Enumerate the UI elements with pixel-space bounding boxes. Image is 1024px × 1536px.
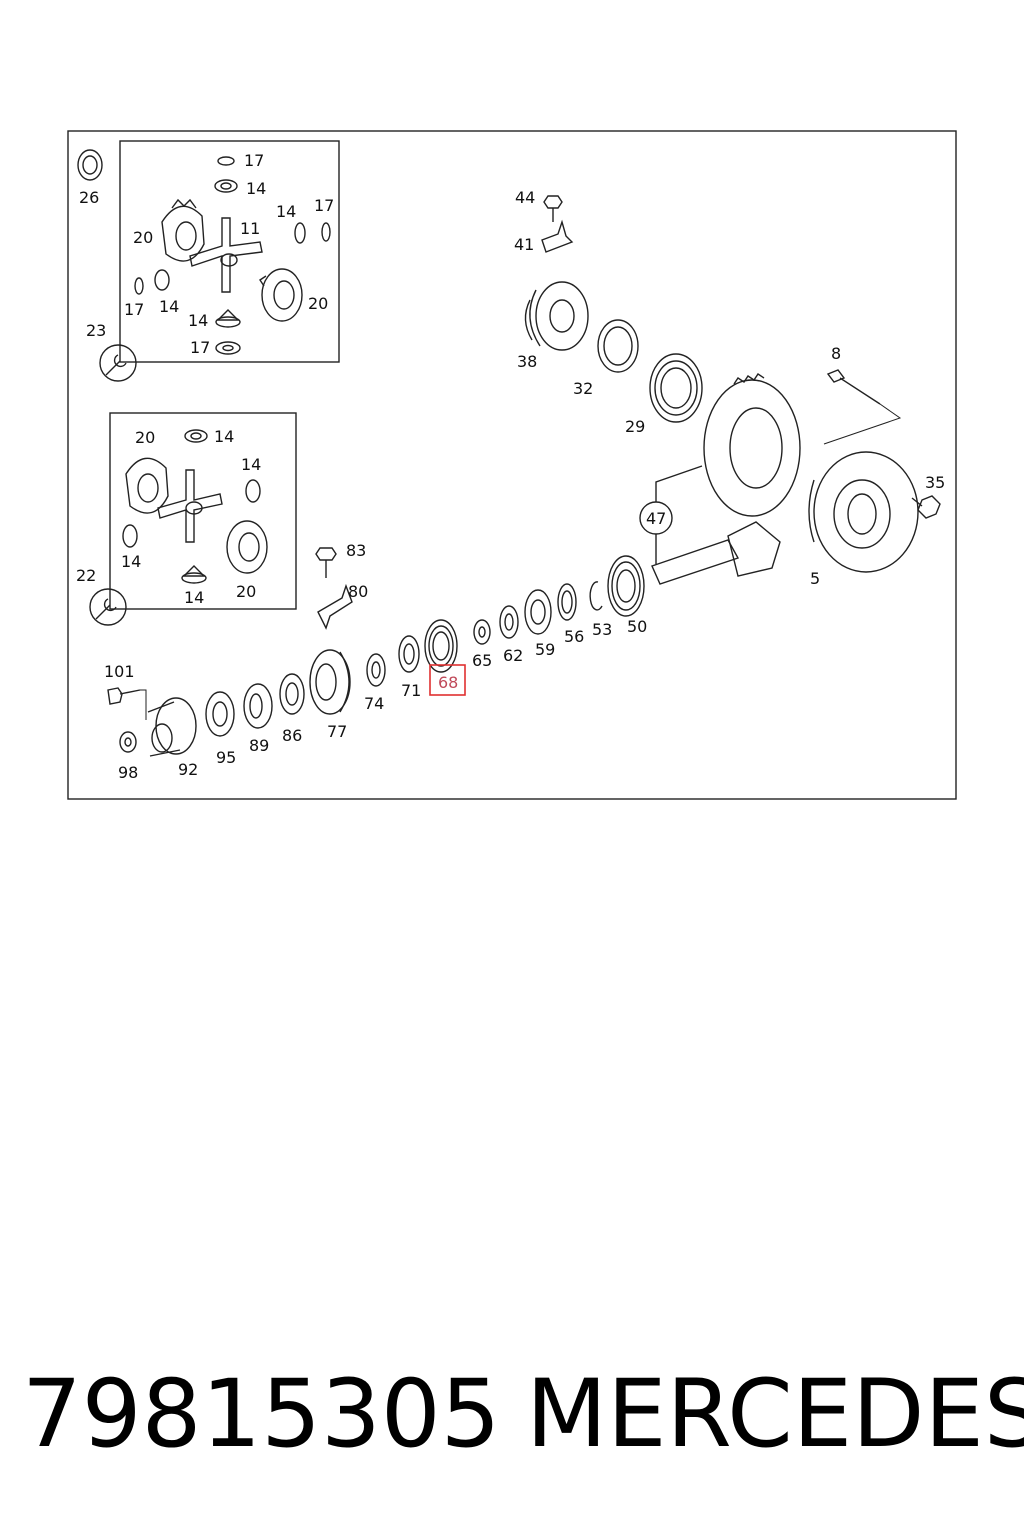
nut-65[interactable] — [473, 619, 491, 645]
label-101[interactable]: 101 — [104, 662, 135, 681]
label-92[interactable]: 92 — [178, 760, 198, 779]
label-17[interactable]: 17 — [244, 151, 264, 170]
label-32[interactable]: 32 — [573, 379, 593, 398]
label-50[interactable]: 50 — [627, 617, 647, 636]
bracket-80[interactable] — [317, 583, 353, 630]
ring-86[interactable] — [279, 673, 305, 715]
label-23[interactable]: 23 — [86, 321, 106, 340]
label-20[interactable]: 20 — [236, 582, 256, 601]
label-20[interactable]: 20 — [135, 428, 155, 447]
label-80[interactable]: 80 — [348, 582, 368, 601]
label-65[interactable]: 65 — [472, 651, 492, 670]
wrench-icon — [99, 344, 137, 382]
highlight-box-68 — [429, 664, 466, 696]
label-62[interactable]: 62 — [503, 646, 523, 665]
label-22[interactable]: 22 — [76, 566, 96, 585]
bolt-8[interactable] — [826, 369, 881, 405]
label-56[interactable]: 56 — [564, 627, 584, 646]
bearing-50[interactable] — [607, 555, 645, 617]
label-71[interactable]: 71 — [401, 681, 421, 700]
bearing-housing-38[interactable] — [524, 281, 589, 351]
label-35[interactable]: 35 — [925, 473, 945, 492]
bearing-77[interactable] — [309, 649, 351, 715]
ring-71[interactable] — [398, 635, 420, 673]
shield-95[interactable] — [205, 691, 235, 737]
bolt-83[interactable] — [315, 547, 337, 578]
label-89[interactable]: 89 — [249, 736, 269, 755]
bearing-68[interactable] — [424, 619, 458, 673]
label-14[interactable]: 14 — [276, 202, 296, 221]
diagram-frame — [67, 130, 957, 800]
label-14[interactable]: 14 — [159, 297, 179, 316]
label-83[interactable]: 83 — [346, 541, 366, 560]
label-14[interactable]: 14 — [121, 552, 141, 571]
snap-ring-53[interactable] — [589, 581, 603, 611]
ring-62[interactable] — [499, 605, 519, 639]
bolt-101[interactable] — [107, 687, 141, 705]
label-98[interactable]: 98 — [118, 763, 138, 782]
label-11[interactable]: 11 — [240, 219, 260, 238]
callout-47 — [639, 465, 703, 564]
label-86[interactable]: 86 — [282, 726, 302, 745]
label-5[interactable]: 5 — [810, 569, 820, 588]
label-68[interactable]: 68 — [438, 673, 458, 692]
label-77[interactable]: 77 — [327, 722, 347, 741]
nut-98[interactable] — [119, 731, 137, 753]
bracket-41[interactable] — [541, 219, 574, 253]
inset-box-22 — [109, 412, 297, 610]
label-44[interactable]: 44 — [515, 188, 535, 207]
label-17[interactable]: 17 — [314, 196, 334, 215]
label-47[interactable]: 47 — [646, 509, 666, 528]
part-labels: 26 17 14 14 17 20 11 17 14 20 14 17 23 2… — [76, 151, 945, 782]
label-14[interactable]: 14 — [188, 311, 208, 330]
label-8[interactable]: 8 — [831, 344, 841, 363]
differential-kit-23-parts[interactable] — [134, 156, 331, 355]
label-17[interactable]: 17 — [124, 300, 144, 319]
ring-74[interactable] — [366, 653, 386, 687]
bearing-29[interactable] — [649, 353, 703, 423]
label-14[interactable]: 14 — [246, 179, 266, 198]
label-14[interactable]: 14 — [241, 455, 261, 474]
seal-32[interactable] — [597, 319, 639, 373]
label-95[interactable]: 95 — [216, 748, 236, 767]
part-number: 79815305 — [22, 1360, 501, 1469]
label-17[interactable]: 17 — [190, 338, 210, 357]
inset-box-23 — [119, 140, 340, 363]
label-41[interactable]: 41 — [514, 235, 534, 254]
flange-5[interactable] — [808, 451, 919, 573]
drive-pinion[interactable] — [651, 521, 781, 585]
bolt-44[interactable] — [543, 195, 563, 222]
flange-92[interactable] — [147, 697, 197, 757]
differential-kit-22-parts[interactable] — [122, 429, 268, 584]
label-59[interactable]: 59 — [535, 640, 555, 659]
seal-89[interactable] — [243, 683, 273, 729]
label-26[interactable]: 26 — [79, 188, 99, 207]
label-14[interactable]: 14 — [214, 427, 234, 446]
label-20[interactable]: 20 — [308, 294, 328, 313]
label-38[interactable]: 38 — [517, 352, 537, 371]
bolt-35[interactable] — [911, 495, 941, 519]
label-53[interactable]: 53 — [592, 620, 612, 639]
label-14[interactable]: 14 — [184, 588, 204, 607]
label-74[interactable]: 74 — [364, 694, 384, 713]
ring-59[interactable] — [524, 589, 552, 635]
ring-56[interactable] — [557, 583, 577, 621]
seal-26[interactable] — [77, 149, 103, 181]
ring-gear-47[interactable] — [703, 373, 801, 517]
wrench-icon-2 — [89, 588, 127, 626]
brand-name: MERCEDES — [526, 1360, 1024, 1469]
label-29[interactable]: 29 — [625, 417, 645, 436]
label-20[interactable]: 20 — [133, 228, 153, 247]
